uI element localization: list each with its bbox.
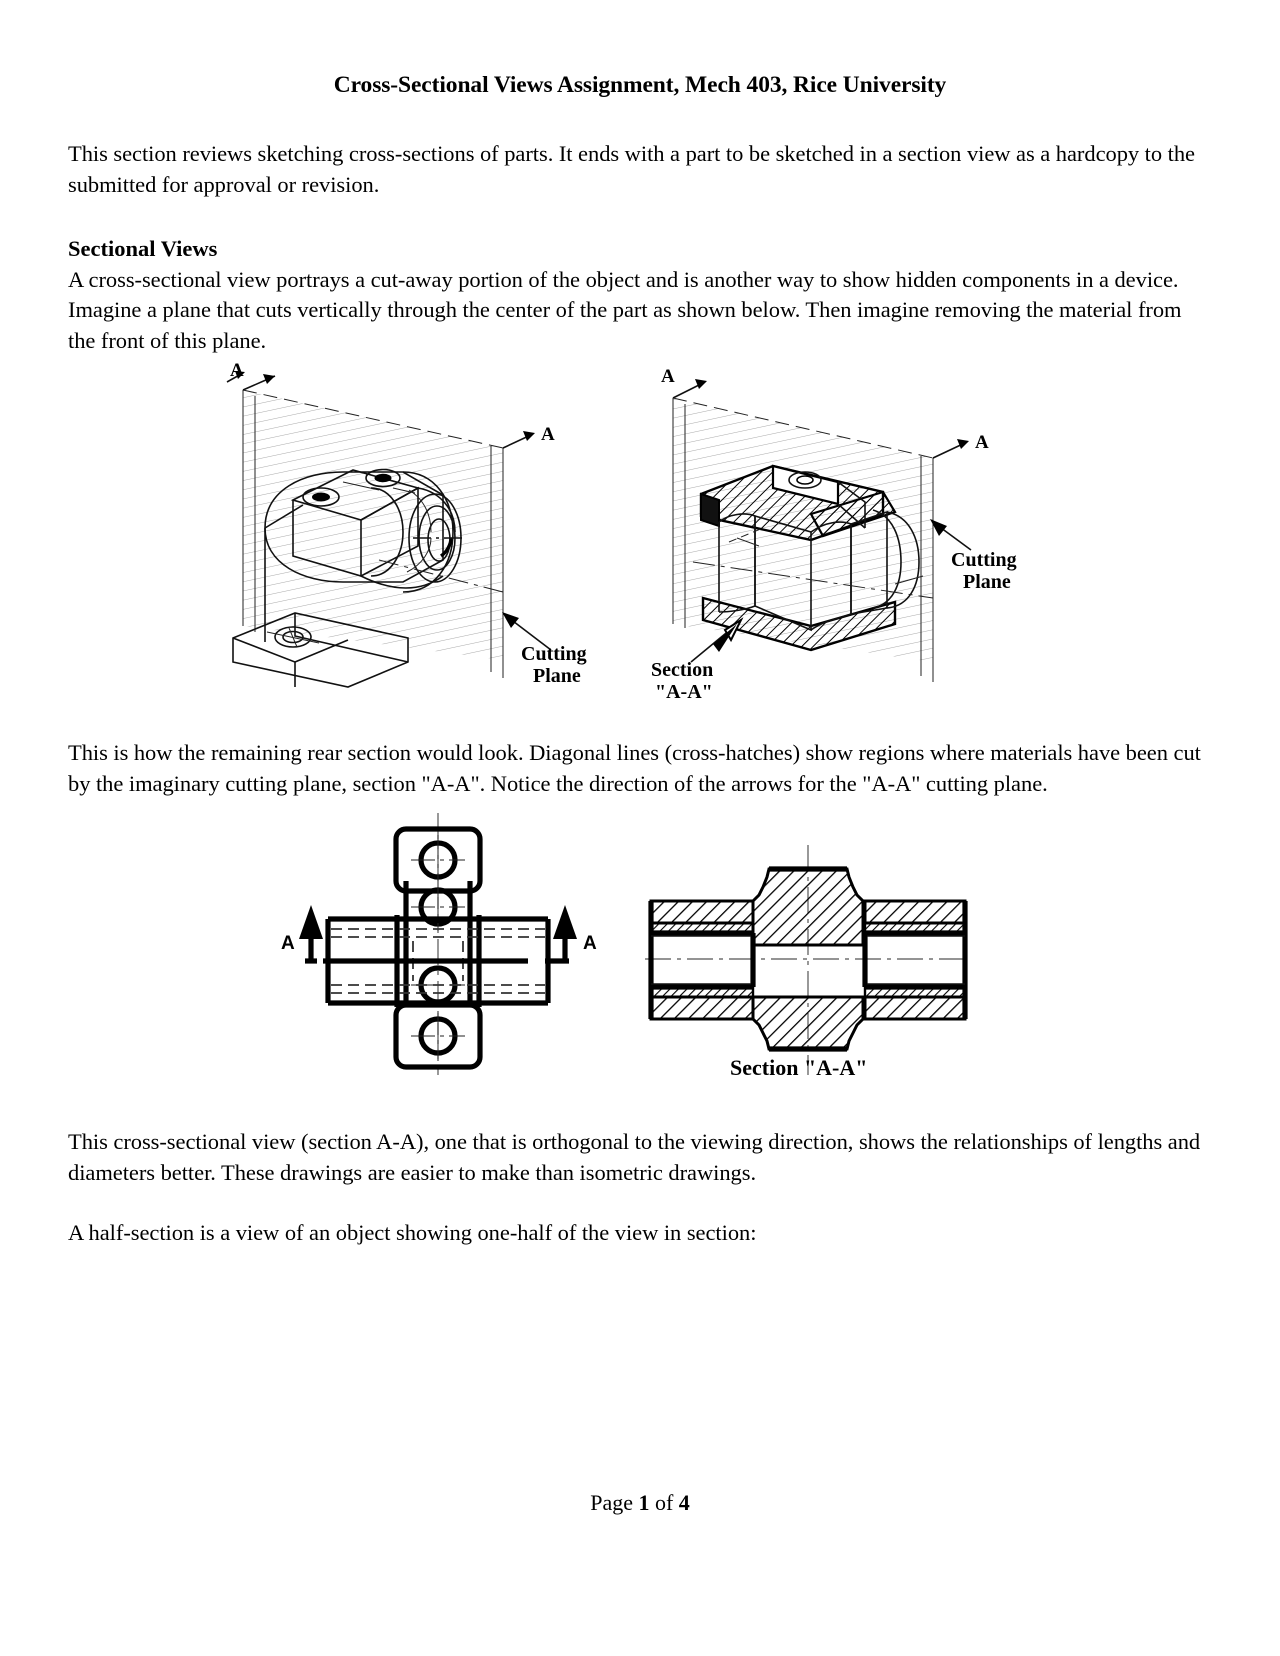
iso-solid-cutting-label-line2: Plane — [533, 665, 581, 687]
figure-row-orthographic: A A — [68, 809, 1212, 1099]
footer-middle: of — [649, 1490, 679, 1515]
iso-section-cutting-label-line1: Cutting — [951, 549, 1017, 571]
iso-section-cutting-label-line2: Plane — [963, 571, 1011, 593]
footer-prefix: Page — [590, 1490, 639, 1515]
body-paragraph-1: A cross-sectional view portrays a cut-aw… — [68, 266, 1182, 353]
ortho-cut-label-right: A — [583, 933, 597, 954]
iso-solid-cutting-label-line1: Cutting — [521, 643, 587, 665]
figure-isometric-section: A A — [633, 362, 1053, 710]
iso-section-section-label-line2: "A-A" — [655, 681, 713, 703]
page-title: Cross-Sectional Views Assignment, Mech 4… — [333, 72, 947, 98]
section-aa-svg: Section "A-A" — [645, 845, 971, 1080]
iso-section-section-label-line1: Section — [651, 659, 713, 681]
figure-row-isometric: A A — [68, 360, 1212, 712]
intro-paragraph: This section reviews sketching cross-sec… — [68, 141, 1195, 197]
footer-page-number: 1 — [638, 1490, 650, 1515]
isometric-section-svg: A A — [651, 366, 1017, 703]
isometric-solid-svg: A A — [226, 360, 587, 688]
page-footer: Page 1 of 4 — [0, 1490, 1280, 1516]
body-paragraph-3: This cross-sectional view (section A-A),… — [68, 1129, 1201, 1185]
iso-solid-label-a-left: A — [230, 360, 244, 381]
iso-section-label-a-right: A — [975, 432, 989, 453]
footer-total-pages: 4 — [678, 1490, 690, 1515]
figure-ortho-view: A A — [273, 809, 603, 1079]
body-paragraph-2: This is how the remaining rear section w… — [68, 740, 1201, 796]
section-aa-caption: Section "A-A" — [730, 1055, 867, 1080]
figure-isometric-solid: A A — [203, 360, 593, 710]
section-heading: Sectional Views — [68, 236, 218, 261]
iso-solid-label-a-right: A — [541, 424, 555, 445]
body-paragraph-4: A half-section is a view of an object sh… — [68, 1220, 757, 1245]
ortho-cut-label-left: A — [281, 933, 295, 954]
figure-section-aa: Section "A-A" — [643, 837, 973, 1082]
ortho-view-svg: A A — [281, 813, 597, 1075]
iso-section-label-a-left: A — [661, 366, 675, 387]
